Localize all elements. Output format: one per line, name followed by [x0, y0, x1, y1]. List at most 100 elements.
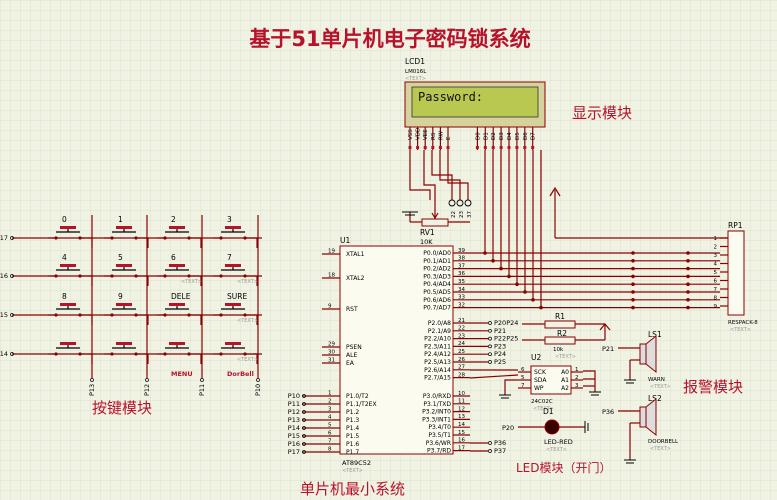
mcu-p1-term — [302, 442, 306, 446]
key-contact — [134, 274, 138, 278]
section-label-mcu: 单片机最小系统 — [300, 480, 405, 498]
lcd-pin-label: D3 — [499, 132, 505, 140]
mcu-left-pin-name: P1.5 — [346, 433, 359, 440]
bus-junction — [531, 298, 535, 302]
key-contact — [187, 352, 191, 356]
d1-port: P20 — [502, 424, 514, 432]
keypad-row-port: P16 — [0, 272, 8, 280]
mcu-right-pin-name: P0.5/AD5 — [423, 289, 451, 296]
keypad-key[interactable] — [48, 342, 93, 364]
mcu-right-pin-num: 25 — [458, 349, 465, 355]
mcu-p1-term — [302, 418, 306, 422]
led-d1: D1 P20 LED-RED <TEXT> — [502, 407, 589, 453]
keypad-key[interactable]: 7<TEXT> — [213, 253, 258, 286]
lcd-pin-label: VDD — [416, 128, 422, 140]
keypad-col-port: P10 — [254, 384, 262, 396]
keypad-key[interactable] — [104, 342, 149, 364]
u2-right-pin-num: 2 — [575, 375, 579, 381]
keypad: P17P16P15P14P13P12P11P100123456<TEXT>7<T… — [0, 215, 262, 396]
ls2-part: DOORBELL — [648, 439, 679, 445]
keypad-key-label: 4 — [62, 253, 67, 262]
p2-term — [488, 321, 492, 325]
lcd-data-bus — [470, 150, 720, 310]
bus-junction — [515, 282, 519, 287]
rp1-body — [727, 230, 745, 316]
keypad-key-tag: <TEXT> — [237, 357, 258, 363]
u2-right-pin-num: 3 — [575, 383, 579, 389]
p2-port-label: P24 — [494, 350, 506, 358]
mcu-right-pin-name: P2.1/A9 — [428, 328, 451, 335]
key-contact — [78, 274, 82, 278]
mcu-right-pin-name: P3.6/WR — [426, 440, 451, 447]
key-col-link — [197, 353, 202, 364]
mcu-right-pin-name: P3.3/INT1 — [422, 416, 451, 423]
lcd-pin-dot — [408, 146, 412, 149]
key-col-link — [253, 353, 258, 364]
mcu-left-pin-name: P1.1/T2EX — [346, 401, 377, 408]
u2-ref: U2 — [531, 353, 541, 362]
keypad-key[interactable]: DELE — [157, 292, 202, 325]
ls2-ref: LS2 — [648, 394, 662, 403]
keypad-key[interactable]: 1 — [104, 215, 149, 248]
keypad-key[interactable]: 3 — [213, 215, 258, 248]
rp1-part: RESPACK-8 — [728, 320, 758, 326]
lcd-pin-dot — [446, 146, 450, 149]
keypad-key-label: 5 — [118, 253, 123, 262]
key-contact — [243, 236, 247, 240]
mcu-right-pin-num: 15 — [458, 430, 465, 436]
key-cap — [60, 264, 76, 267]
mcu-part: AT89C52 — [342, 459, 371, 467]
rp1-pin-label: 4 — [714, 262, 718, 268]
lcd-wiring — [409, 150, 472, 210]
mcu-left-pin-name: P1.6 — [346, 441, 359, 448]
r1-body — [544, 320, 576, 329]
lcd-pin-label: D2 — [491, 132, 497, 140]
keypad-key[interactable]: SURE<TEXT> — [213, 292, 258, 325]
page-title: 基于51单片机电子密码锁系统 — [249, 27, 530, 51]
key-cap — [225, 264, 241, 267]
keypad-col-port: P11 — [198, 384, 206, 396]
bus-junction — [631, 274, 635, 279]
keypad-col-term — [200, 378, 204, 382]
lcd-tag: <TEXT> — [405, 76, 426, 82]
keypad-key[interactable]: 2 — [157, 215, 202, 248]
key-contact — [134, 352, 138, 356]
mcu-right-pin-num: 16 — [458, 438, 465, 444]
keypad-row-port: P15 — [0, 311, 8, 319]
mcu-right-pin-num: 32 — [458, 302, 465, 308]
bus-junction — [686, 305, 690, 310]
keypad-key[interactable]: 6<TEXT> — [157, 253, 202, 286]
mcu-right-pin-name: P2.0/A8 — [428, 320, 451, 327]
ls2-port: P36 — [602, 408, 614, 416]
lcd-pin-dot — [507, 146, 511, 149]
keypad-key[interactable]: MENU — [157, 342, 202, 378]
u2-part: 24C02C — [531, 399, 553, 405]
lcd-pin-label: VSS — [408, 129, 414, 140]
key-contact — [243, 352, 247, 356]
ls2-tag: <TEXT> — [650, 446, 671, 452]
lcd-pin-label: D1 — [483, 132, 489, 140]
bus-junction — [631, 259, 635, 263]
keypad-key[interactable]: 0 — [48, 215, 93, 248]
key-contact — [134, 236, 138, 240]
bus-junction — [686, 251, 690, 255]
lcd-pin-dot — [531, 146, 535, 149]
keypad-key[interactable]: 5 — [104, 253, 149, 286]
r2-value: 10k — [553, 347, 564, 353]
keypad-key[interactable]: DorBell<TEXT> — [213, 342, 258, 378]
keypad-key[interactable]: 4 — [48, 253, 93, 286]
ls1-ref: LS1 — [648, 330, 662, 339]
bus-junction — [631, 305, 635, 310]
mcu-p1-port-label: P13 — [288, 416, 300, 424]
mcu-p1-port-label: P12 — [288, 408, 300, 416]
keypad-key-label: 8 — [62, 292, 67, 301]
keypad-key-label: SURE — [227, 292, 247, 301]
keypad-key[interactable]: 9 — [104, 292, 149, 325]
keypad-row-port: P17 — [0, 234, 8, 242]
keypad-key[interactable]: 8 — [48, 292, 93, 325]
bus-junction — [499, 266, 503, 271]
key-contact — [163, 236, 167, 240]
